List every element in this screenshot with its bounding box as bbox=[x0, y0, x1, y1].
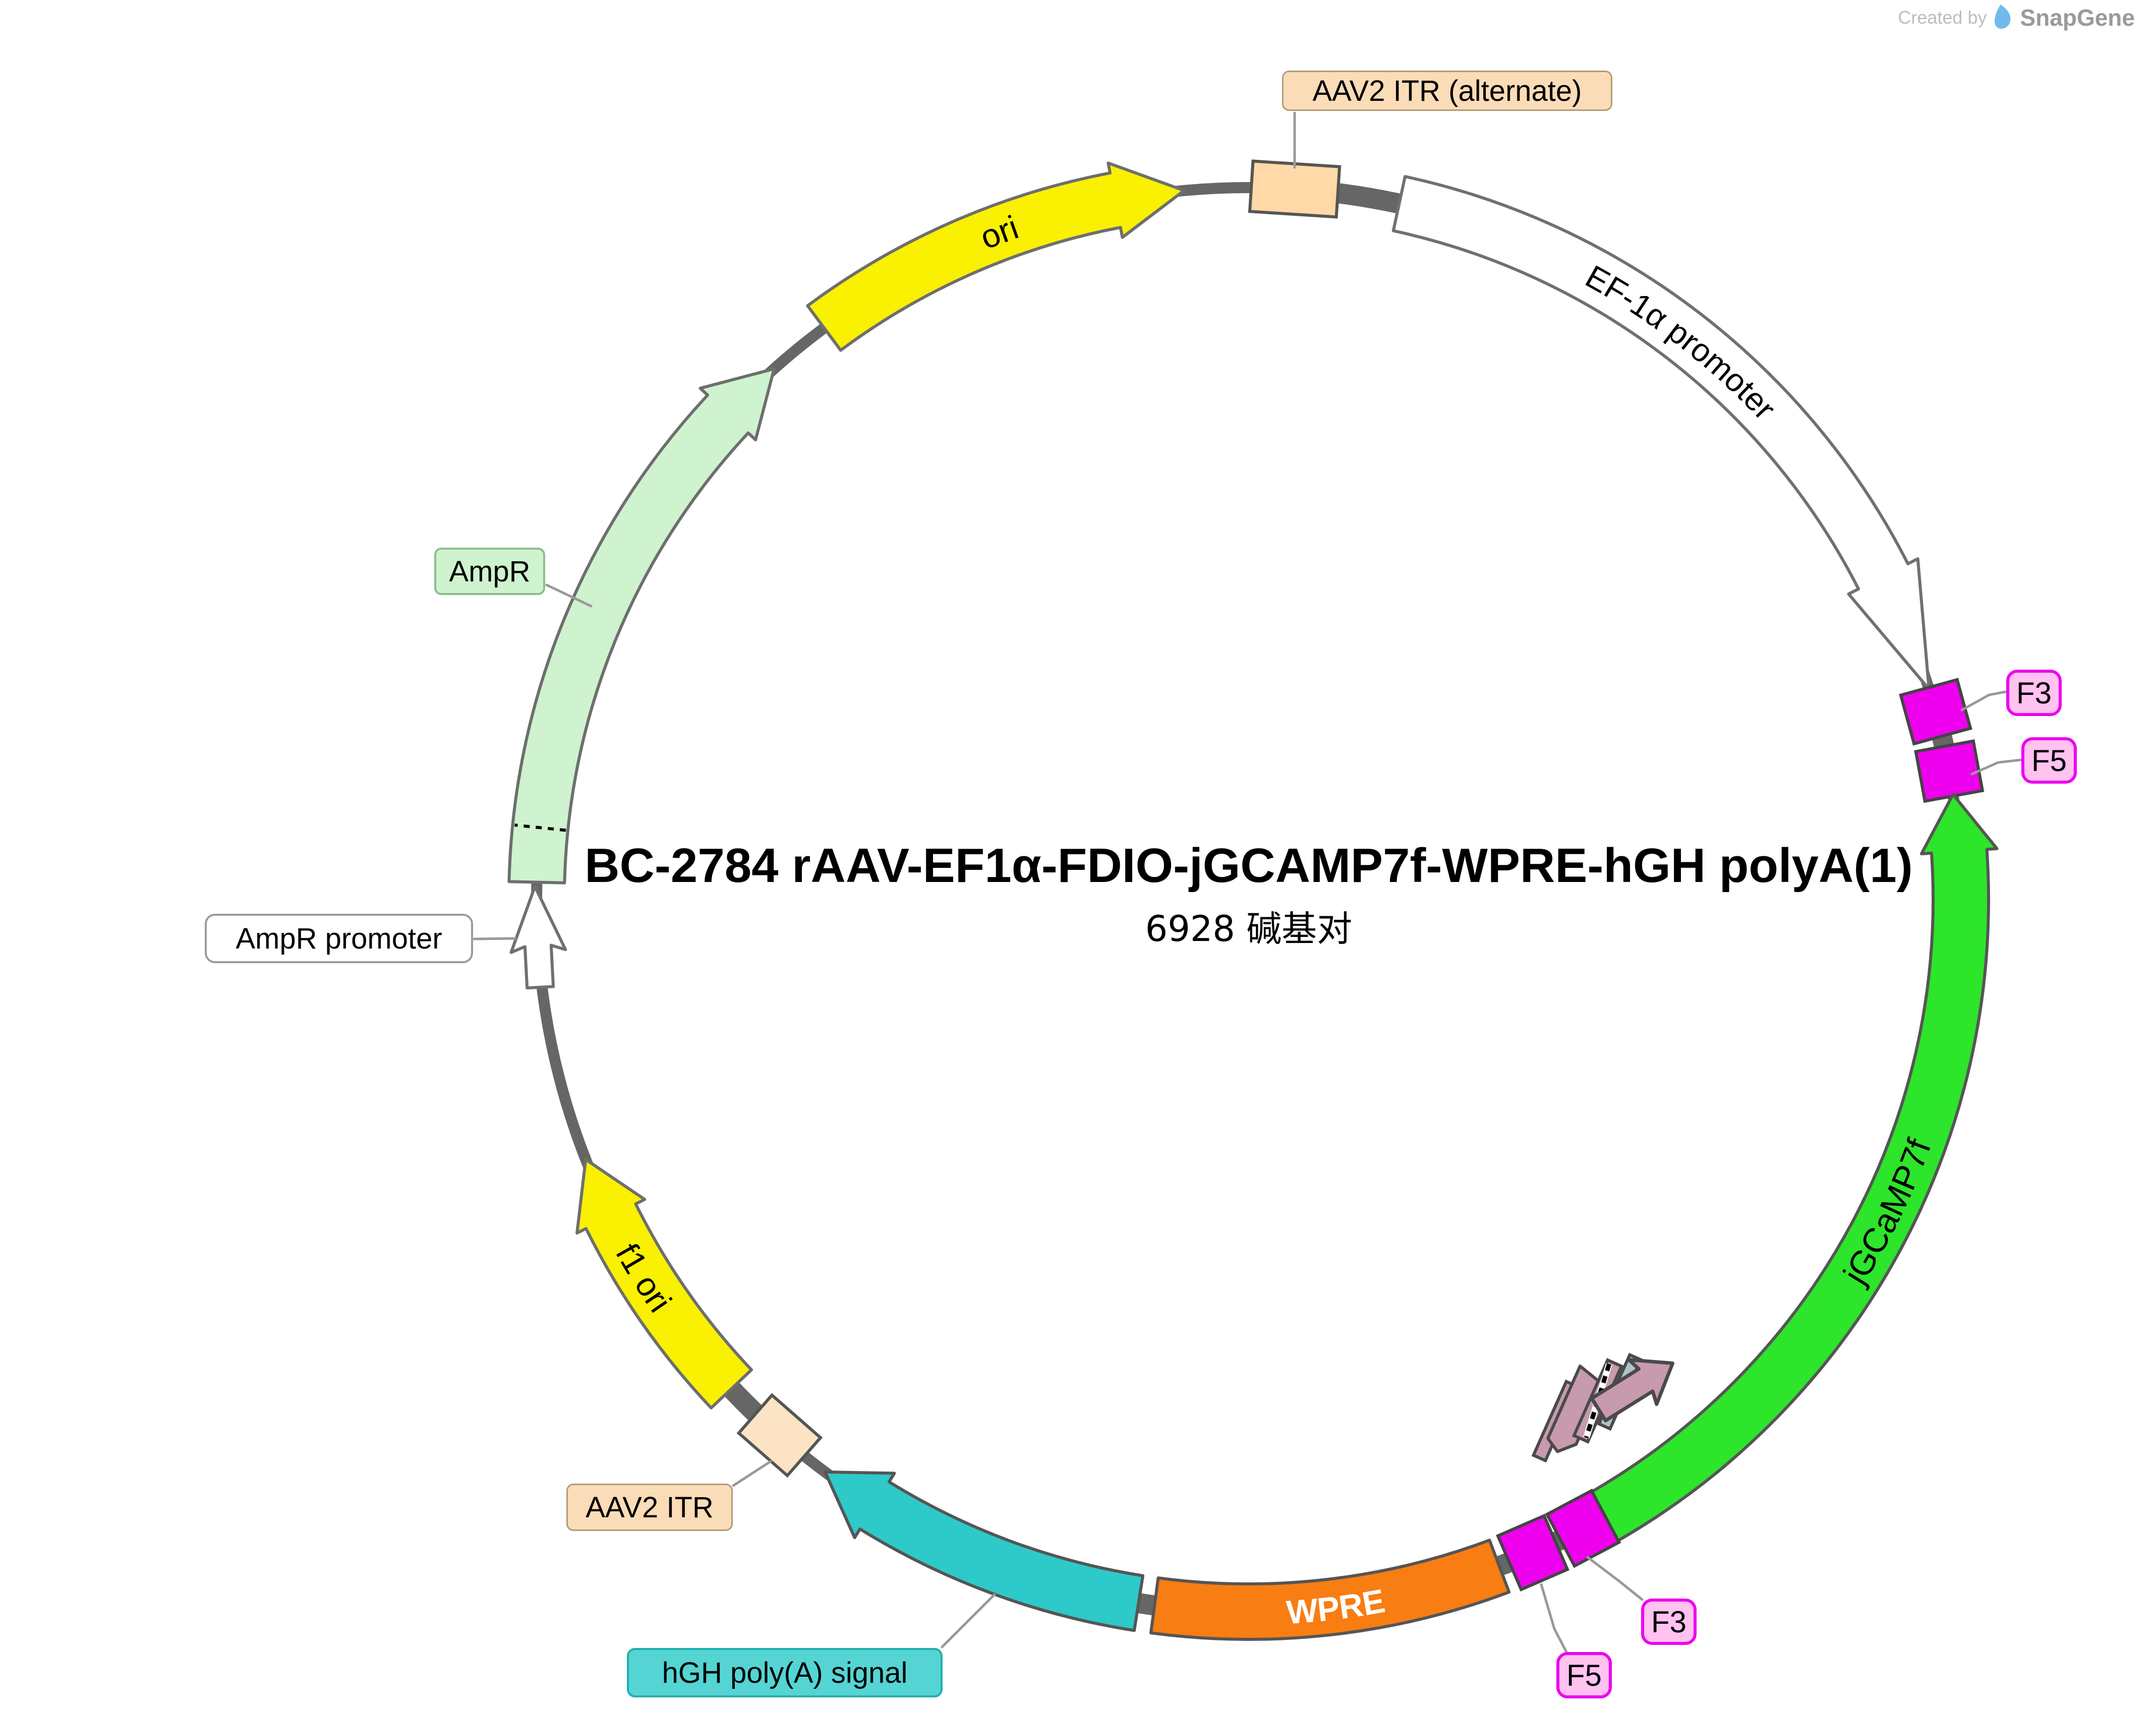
f3_right-leader-line bbox=[1960, 690, 2007, 712]
f3-label-right: F3 bbox=[2006, 670, 2062, 716]
f3_bottom-leader-line bbox=[1586, 1556, 1644, 1601]
plasmid-size: 6928 碱基对 bbox=[1145, 908, 1353, 950]
f3-site-right-box bbox=[1899, 678, 1972, 746]
plasmid-title-block: BC-2784 rAAV-EF1α-FDIO-jGCAMP7f-WPRE-hGH… bbox=[442, 838, 2056, 952]
f5_right-leader-line bbox=[1970, 758, 2022, 776]
ori-arrow bbox=[806, 161, 1186, 352]
ampr-arrow bbox=[507, 367, 776, 885]
aav2-itr-box bbox=[736, 1393, 823, 1478]
f5-site-right-box bbox=[1914, 739, 1985, 803]
f5_bottom-leader-line bbox=[1540, 1583, 1568, 1654]
f3-site-bottom-box bbox=[1545, 1488, 1621, 1568]
ampr_promoter-leader-line bbox=[473, 937, 517, 940]
aav2_itr-leader-line bbox=[732, 1460, 772, 1487]
f3-label-bottom: F3 bbox=[1641, 1599, 1697, 1645]
ampr-junction-dash bbox=[514, 823, 566, 832]
aav2-itr-alternate-box bbox=[1248, 159, 1342, 219]
ef1a-promoter-arc-text: EF-1α promoter bbox=[1580, 258, 1783, 427]
f5-label-right: F5 bbox=[2021, 737, 2077, 784]
hgh-polya-signal-arrow bbox=[824, 1470, 1145, 1632]
aav2-itr-alternate-label: AAV2 ITR (alternate) bbox=[1282, 71, 1612, 111]
jgcamp7f-arrow bbox=[1586, 793, 1999, 1544]
wpre-arc bbox=[1149, 1539, 1511, 1641]
ef1a-promoter-arrow bbox=[1391, 175, 1931, 691]
f1-ori-arrow bbox=[575, 1158, 753, 1409]
ampr-promoter-arrow bbox=[509, 885, 567, 990]
f5-label-bottom: F5 bbox=[1556, 1652, 1612, 1698]
hgh_polya-leader-line bbox=[941, 1593, 996, 1648]
ampr-promoter-label: AmpR promoter bbox=[205, 914, 473, 963]
f5-site-bottom-box bbox=[1496, 1513, 1569, 1591]
backbone-thick-segment-0 bbox=[1330, 182, 1404, 214]
hgh-polya-label: hGH poly(A) signal bbox=[627, 1648, 943, 1697]
snapgene-flame-icon bbox=[1995, 5, 2011, 29]
backbone-thick-segment-4 bbox=[722, 1380, 765, 1423]
ampr-label: AmpR bbox=[434, 548, 545, 595]
snapgene-watermark: Created by SnapGene bbox=[1898, 4, 2135, 31]
recombination-sites-cluster-arrow-4 bbox=[1590, 1358, 1675, 1423]
ampr-leader-line bbox=[545, 583, 593, 608]
snapgene-brand-text: SnapGene bbox=[2020, 5, 2135, 31]
plasmid-title: BC-2784 rAAV-EF1α-FDIO-jGCAMP7f-WPRE-hGH… bbox=[585, 839, 1913, 893]
created-by-text: Created by bbox=[1898, 7, 1987, 28]
aav2-itr-label: AAV2 ITR bbox=[566, 1484, 733, 1531]
